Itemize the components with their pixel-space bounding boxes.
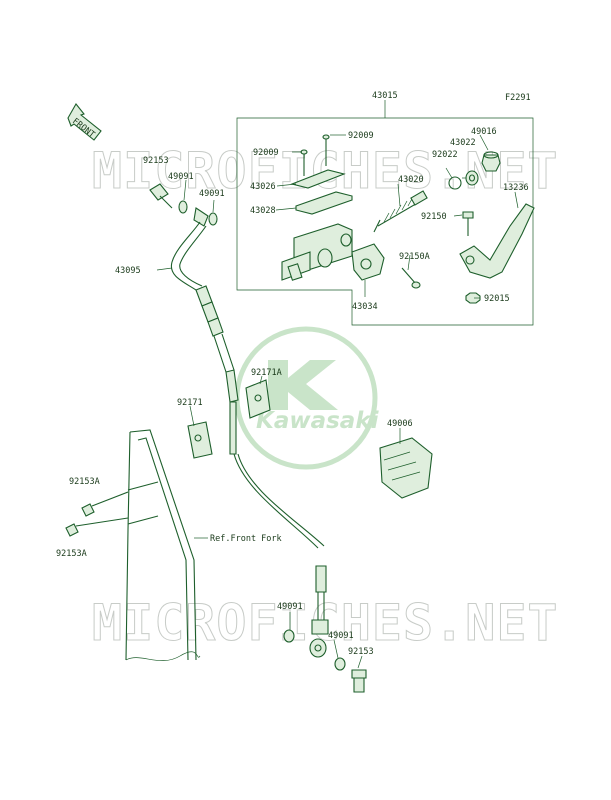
front-fork <box>125 429 201 661</box>
callout-92153A-b: 92153A <box>56 549 87 559</box>
callout-43022: 43022 <box>450 138 476 148</box>
piston-assembly-43020 <box>373 190 428 233</box>
diaphragm-43028 <box>295 191 353 215</box>
callout-49091-a: 49091 <box>168 172 194 182</box>
nut-92015 <box>465 292 481 304</box>
leader-lines <box>156 134 519 669</box>
brake-caliper-49006 <box>379 437 433 499</box>
washer-49091-d <box>334 657 346 671</box>
banjo-bolt-92153-top <box>149 183 173 209</box>
callout-49091-d: 49091 <box>328 631 354 641</box>
callout-49006: 49006 <box>387 419 413 429</box>
figure-code: F2291 <box>505 93 531 103</box>
washer-43022 <box>465 170 479 186</box>
clamp-43034 <box>351 243 385 281</box>
reservoir-cap-43026 <box>290 169 346 189</box>
washer-49091-c <box>283 629 295 643</box>
callout-92171: 92171 <box>177 398 203 408</box>
callout-92009-a: 92009 <box>253 148 279 158</box>
lever-13236 <box>459 203 535 279</box>
callout-92153-top: 92153 <box>143 156 169 166</box>
callout-49091-c: 49091 <box>277 602 303 612</box>
bolt-92150a <box>401 267 421 289</box>
reference-label: Ref.Front Fork <box>210 534 282 544</box>
callout-92150A: 92150A <box>399 252 430 262</box>
hose-clamp-92171 <box>187 421 213 459</box>
callout-43034: 43034 <box>352 302 378 312</box>
callout-43095: 43095 <box>115 266 141 276</box>
pivot-bolt-92150 <box>462 211 474 236</box>
callout-92153-bottom: 92153 <box>348 647 374 657</box>
callout-92153A-a: 92153A <box>69 477 100 487</box>
assembly-bracket-43015 <box>236 100 534 326</box>
callout-92022: 92022 <box>432 150 458 160</box>
callout-92009-b: 92009 <box>348 131 374 141</box>
callout-92171A: 92171A <box>251 368 282 378</box>
callout-13236: 13236 <box>503 183 529 193</box>
callout-43020: 43020 <box>398 175 424 185</box>
banjo-bolt-92153-bottom <box>351 669 367 693</box>
callout-43026: 43026 <box>250 182 276 192</box>
washer-49091-a <box>178 200 188 214</box>
logo-text: Kawasaki <box>256 408 380 434</box>
callout-43015: 43015 <box>372 91 398 101</box>
mounting-bolt-92153a-b <box>65 517 129 537</box>
callout-43028: 43028 <box>250 206 276 216</box>
callout-92150: 92150 <box>421 212 447 222</box>
master-cylinder-body <box>281 223 353 281</box>
front-arrow-icon: FRONT <box>67 103 102 141</box>
boot-49016 <box>481 151 501 172</box>
screw-92009-b <box>322 134 330 166</box>
washer-49091-b <box>208 212 218 226</box>
callout-49016: 49016 <box>471 127 497 137</box>
circlip-92022 <box>448 176 462 190</box>
callout-92015: 92015 <box>484 294 510 304</box>
mounting-bolt-92153a-a <box>81 491 129 517</box>
brake-hose-43095 <box>170 207 329 658</box>
callout-49091-b: 49091 <box>199 189 225 199</box>
hose-clamp-92171a <box>245 379 271 419</box>
